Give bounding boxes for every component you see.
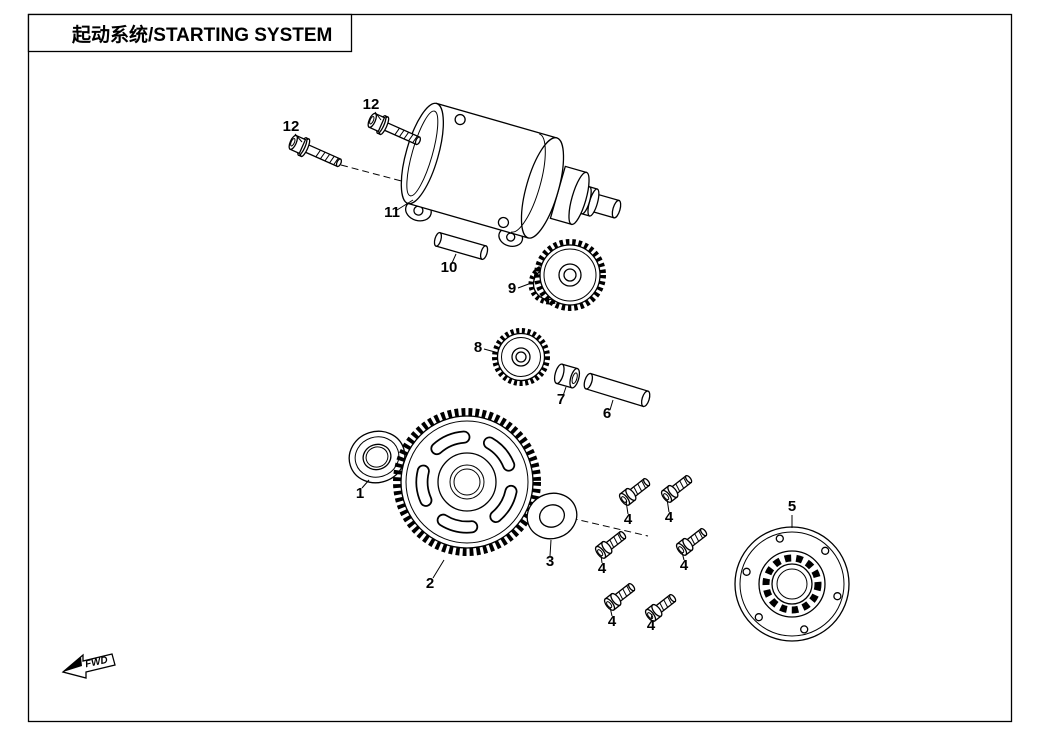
pin-10	[433, 231, 489, 261]
leader-11	[396, 199, 414, 211]
callout-labels: 12 12 11 10 9 8 7 6 5 4 4 4 4 4 4 3 2 1	[283, 96, 797, 634]
idler-gear-9	[528, 239, 606, 311]
callout-10: 10	[441, 259, 458, 276]
bushing-7	[553, 363, 581, 389]
bolt-4-e	[602, 579, 639, 613]
page-title: 起动系统/STARTING SYSTEM	[71, 23, 332, 46]
callout-3: 3	[546, 553, 554, 570]
fwd-arrow: FWD	[61, 653, 116, 679]
callout-1: 1	[356, 485, 364, 502]
callout-8: 8	[474, 339, 482, 356]
callout-4-c: 4	[598, 560, 607, 577]
callout-12-b: 12	[363, 96, 380, 113]
leader-lines	[294, 111, 793, 621]
callout-12-a: 12	[283, 118, 300, 135]
leader-10	[451, 253, 457, 264]
callout-9: 9	[508, 280, 516, 297]
leader-9	[517, 281, 535, 289]
bolt-4-a	[617, 474, 654, 508]
leader-12-b	[374, 111, 382, 121]
callout-6: 6	[603, 405, 611, 422]
callout-4-b: 4	[665, 509, 674, 526]
bearing-ring-1	[348, 430, 406, 484]
leader-2	[432, 559, 445, 579]
callout-4-f: 4	[647, 617, 656, 634]
callout-5: 5	[788, 498, 796, 515]
leader-1	[361, 479, 370, 489]
leader-8	[483, 348, 496, 353]
callout-4-d: 4	[680, 557, 689, 574]
gear-8	[492, 328, 550, 386]
washer-3	[526, 492, 578, 540]
leader-4-a	[625, 500, 629, 515]
page-border	[27, 13, 1013, 723]
leader-12-a	[294, 133, 303, 143]
starter-clutch-5	[734, 526, 850, 642]
bolt-4-c	[593, 527, 630, 561]
title-box: 起动系统/STARTING SYSTEM	[27, 13, 353, 53]
leader-4-f	[650, 613, 653, 621]
leader-7	[562, 386, 567, 397]
leader-3	[549, 539, 552, 557]
leader-6	[609, 399, 614, 411]
ring-gear-2	[393, 408, 541, 556]
leader-4-b	[666, 498, 670, 513]
callout-11: 11	[384, 204, 400, 221]
bolt-12-a	[285, 131, 346, 173]
callout-4-a: 4	[624, 511, 633, 528]
callout-4-e: 4	[608, 613, 617, 630]
leader-4-d	[681, 551, 685, 561]
leader-4-e	[609, 606, 613, 617]
fwd-arrow-tip	[63, 657, 82, 672]
callout-7: 7	[557, 391, 565, 408]
fwd-label: FWD	[84, 655, 109, 670]
bolt-4-d	[674, 524, 711, 558]
callout-2: 2	[426, 575, 434, 592]
bolt-4-b	[659, 471, 696, 505]
leader-4-c	[600, 554, 603, 564]
starter-motor	[400, 102, 622, 247]
shaft-6	[583, 372, 651, 408]
